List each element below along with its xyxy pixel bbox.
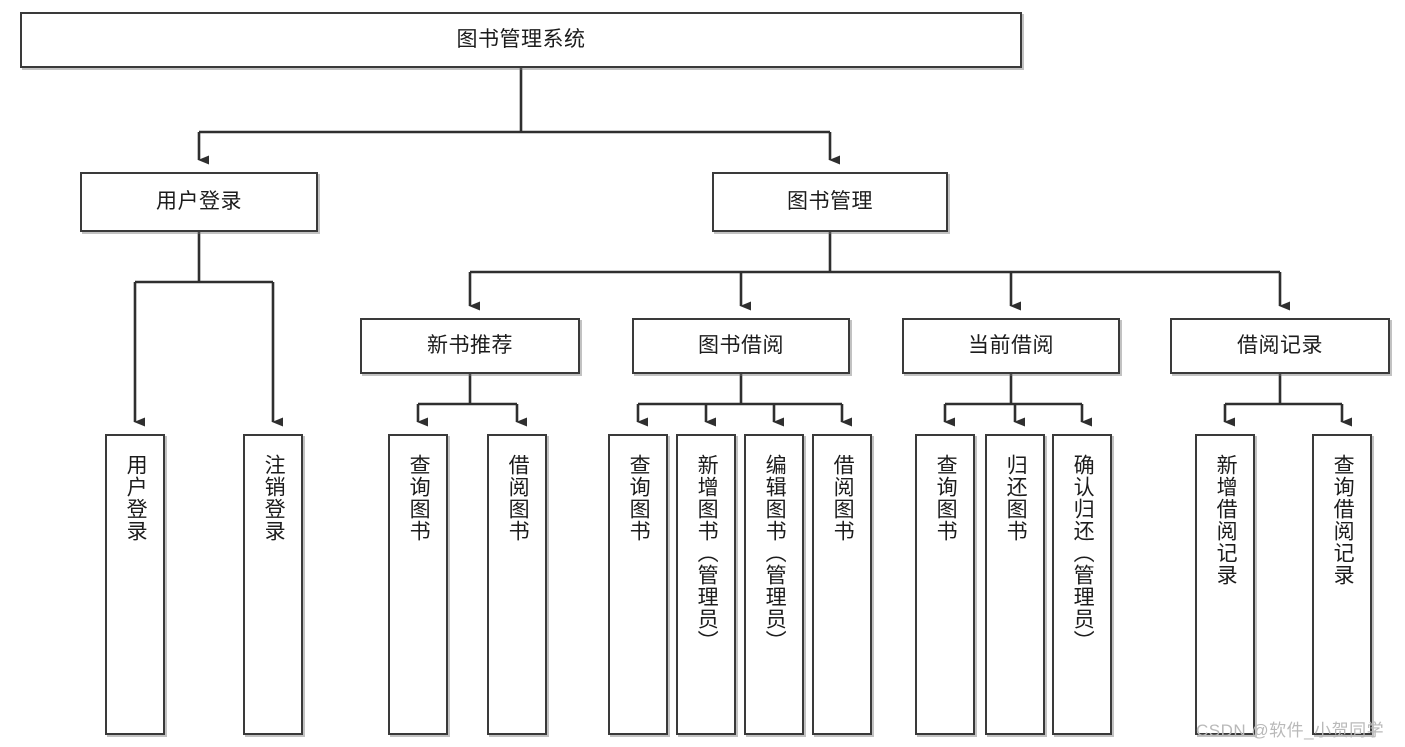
node-leaf-label: 用户登录 bbox=[124, 454, 148, 542]
node-leaf-label: 新增借阅记录 bbox=[1214, 454, 1238, 586]
node-borrow-records-label: 借阅记录 bbox=[1237, 333, 1323, 357]
node-leaf-add-borrow-record[interactable]: 新增借阅记录 bbox=[1195, 434, 1255, 735]
node-leaf-label: 借阅图书 bbox=[506, 454, 530, 542]
node-root-label: 图书管理系统 bbox=[456, 27, 586, 51]
node-user-login-label: 用户登录 bbox=[156, 189, 242, 213]
node-borrow-records[interactable]: 借阅记录 bbox=[1170, 318, 1390, 374]
node-leaf-borrow-book-b[interactable]: 借阅图书 bbox=[812, 434, 872, 735]
node-leaf-edit-book-admin[interactable]: 编辑图书（管理员） bbox=[744, 434, 804, 735]
node-leaf-logout[interactable]: 注销登录 bbox=[243, 434, 303, 735]
node-root-system[interactable]: 图书管理系统 bbox=[20, 12, 1022, 68]
node-leaf-label: 新增图书（管理员） bbox=[695, 454, 719, 652]
node-leaf-label: 查询图书 bbox=[627, 454, 651, 542]
node-user-login[interactable]: 用户登录 bbox=[80, 172, 318, 232]
node-book-management[interactable]: 图书管理 bbox=[712, 172, 948, 232]
node-leaf-borrow-book-a[interactable]: 借阅图书 bbox=[487, 434, 547, 735]
node-book-management-label: 图书管理 bbox=[787, 189, 873, 213]
node-leaf-label: 借阅图书 bbox=[831, 454, 855, 542]
node-book-borrow-label: 图书借阅 bbox=[698, 333, 784, 357]
node-leaf-label: 查询图书 bbox=[934, 454, 958, 542]
node-leaf-return-book[interactable]: 归还图书 bbox=[985, 434, 1045, 735]
node-leaf-label: 查询借阅记录 bbox=[1331, 454, 1355, 586]
node-leaf-query-book-c[interactable]: 查询图书 bbox=[915, 434, 975, 735]
node-book-borrow[interactable]: 图书借阅 bbox=[632, 318, 850, 374]
node-leaf-label: 编辑图书（管理员） bbox=[763, 454, 787, 652]
node-leaf-query-book-a[interactable]: 查询图书 bbox=[388, 434, 448, 735]
node-leaf-confirm-return-admin[interactable]: 确认归还（管理员） bbox=[1052, 434, 1112, 735]
csdn-watermark: CSDN @软件_小贺同学 bbox=[1196, 721, 1385, 740]
node-leaf-query-book-b[interactable]: 查询图书 bbox=[608, 434, 668, 735]
node-new-book-recommend[interactable]: 新书推荐 bbox=[360, 318, 580, 374]
node-leaf-query-borrow-record[interactable]: 查询借阅记录 bbox=[1312, 434, 1372, 735]
node-current-borrow-label: 当前借阅 bbox=[968, 333, 1054, 357]
node-new-book-recommend-label: 新书推荐 bbox=[427, 333, 513, 357]
node-leaf-label: 注销登录 bbox=[262, 454, 286, 542]
node-leaf-label: 确认归还（管理员） bbox=[1071, 454, 1095, 652]
node-leaf-label: 查询图书 bbox=[407, 454, 431, 542]
node-leaf-add-book-admin[interactable]: 新增图书（管理员） bbox=[676, 434, 736, 735]
node-leaf-label: 归还图书 bbox=[1004, 454, 1028, 542]
node-current-borrow[interactable]: 当前借阅 bbox=[902, 318, 1120, 374]
node-leaf-user-login[interactable]: 用户登录 bbox=[105, 434, 165, 735]
